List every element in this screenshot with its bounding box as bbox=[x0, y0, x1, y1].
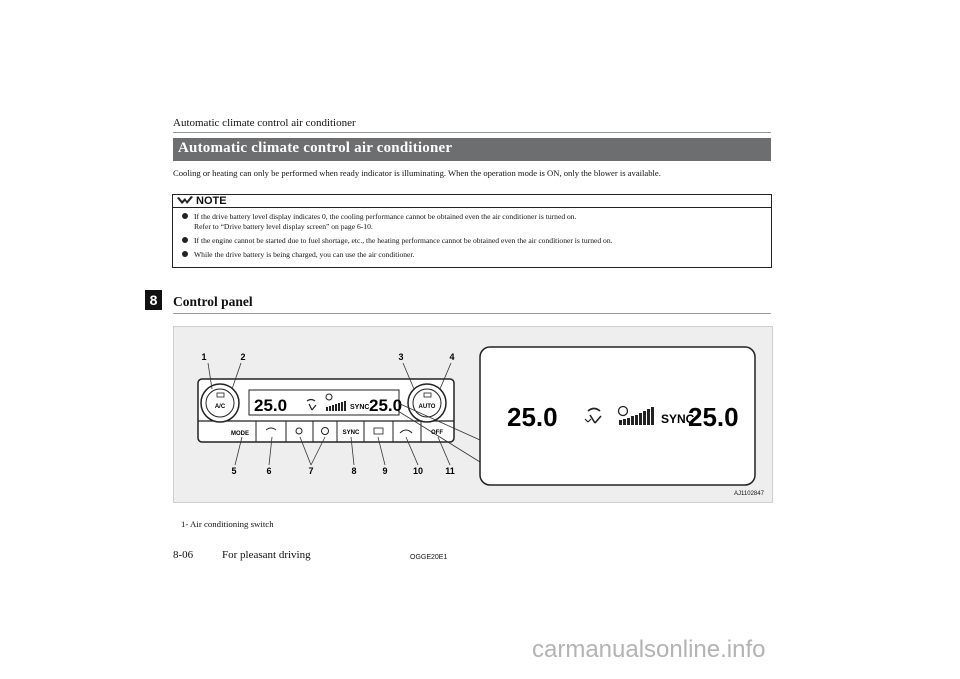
figure-id: AJ1102847 bbox=[734, 491, 764, 497]
callout-number: 4 bbox=[449, 352, 454, 362]
note-box bbox=[172, 194, 772, 268]
running-header: Automatic climate control air conditione… bbox=[173, 117, 356, 129]
zoomed-display bbox=[479, 346, 756, 486]
zoom-sync-label: SYNC bbox=[661, 412, 695, 426]
note-item: If the engine cannot be started due to f… bbox=[182, 236, 613, 246]
callout-number: 2 bbox=[240, 352, 245, 362]
defroster-icon bbox=[265, 427, 277, 431]
bullet-icon bbox=[182, 237, 188, 244]
footer-section: For pleasant driving bbox=[222, 549, 311, 561]
fan-icon bbox=[325, 393, 333, 401]
watermark: carmanualsonline.info bbox=[532, 636, 766, 663]
rear-defog-icon bbox=[373, 427, 384, 435]
callout-number: 11 bbox=[445, 466, 455, 476]
off-button: OFF bbox=[431, 430, 443, 436]
subsection-title: Control panel bbox=[173, 294, 253, 309]
fan-down-icon bbox=[295, 427, 303, 435]
fan-up-icon bbox=[321, 427, 329, 435]
callout-number: 7 bbox=[308, 466, 313, 476]
callout-number: 9 bbox=[382, 466, 387, 476]
subsection-rule bbox=[173, 313, 771, 314]
callout-number: 3 bbox=[398, 352, 403, 362]
zoom-right-temp: 25.0 bbox=[688, 402, 739, 432]
section-title: Automatic climate control air conditione… bbox=[178, 140, 453, 156]
callout-number: 10 bbox=[413, 466, 423, 476]
auto-indicator-icon bbox=[423, 392, 432, 398]
callout-number: 5 bbox=[231, 466, 236, 476]
zoom-fan-icon bbox=[617, 405, 629, 417]
callout-number: 1 bbox=[201, 352, 206, 362]
callout-number: 6 bbox=[266, 466, 271, 476]
section-title-bar bbox=[173, 138, 771, 161]
callout-number: 8 bbox=[351, 466, 356, 476]
bullet-icon bbox=[182, 213, 188, 220]
note-label: NOTE bbox=[196, 195, 227, 207]
ac-indicator-icon bbox=[216, 392, 225, 398]
control-panel-figure: A/C AUTO 25.0 SYNC 25.0 MODE SYNC OFF bbox=[173, 326, 773, 503]
note-item: If the drive battery level display indic… bbox=[182, 212, 577, 231]
note-hand-icon bbox=[177, 196, 193, 204]
lcd-sync-label: SYNC bbox=[350, 404, 369, 411]
note-item-text: If the engine cannot be started due to f… bbox=[194, 236, 613, 245]
note-header-rule bbox=[172, 207, 772, 208]
intro-paragraph: Cooling or heating can only be performed… bbox=[173, 168, 661, 178]
auto-knob-label: AUTO bbox=[419, 404, 436, 410]
chapter-tab: 8 bbox=[145, 290, 162, 310]
zoom-left-temp: 25.0 bbox=[507, 402, 558, 432]
header-rule bbox=[173, 132, 771, 133]
legend-item: 1- Air conditioning switch bbox=[181, 519, 274, 529]
document-code: OGGE20E1 bbox=[410, 554, 448, 561]
note-item: While the drive battery is being charged… bbox=[182, 250, 414, 260]
control-panel-illustration: A/C AUTO 25.0 SYNC 25.0 MODE SYNC OFF bbox=[197, 346, 756, 486]
fan-speed-bars bbox=[326, 401, 346, 411]
zoom-fan-speed-bars bbox=[619, 407, 654, 425]
page-number: 8-06 bbox=[173, 549, 194, 561]
recirculation-icon bbox=[399, 429, 413, 434]
note-item-text: While the drive battery is being charged… bbox=[194, 250, 415, 259]
ac-knob-label: A/C bbox=[215, 404, 226, 410]
lcd-left-temp: 25.0 bbox=[254, 396, 287, 415]
airflow-mode-icon bbox=[306, 398, 317, 411]
bullet-icon bbox=[182, 251, 188, 258]
note-item-subtext: Refer to “Drive battery level display sc… bbox=[194, 221, 373, 231]
lcd-display bbox=[248, 389, 400, 416]
note-item-text: If the drive battery level display indic… bbox=[194, 212, 577, 221]
zoom-airflow-icon bbox=[587, 407, 602, 424]
sync-button: SYNC bbox=[343, 430, 360, 436]
mode-button: MODE bbox=[231, 431, 249, 437]
lcd-right-temp: 25.0 bbox=[369, 396, 402, 415]
